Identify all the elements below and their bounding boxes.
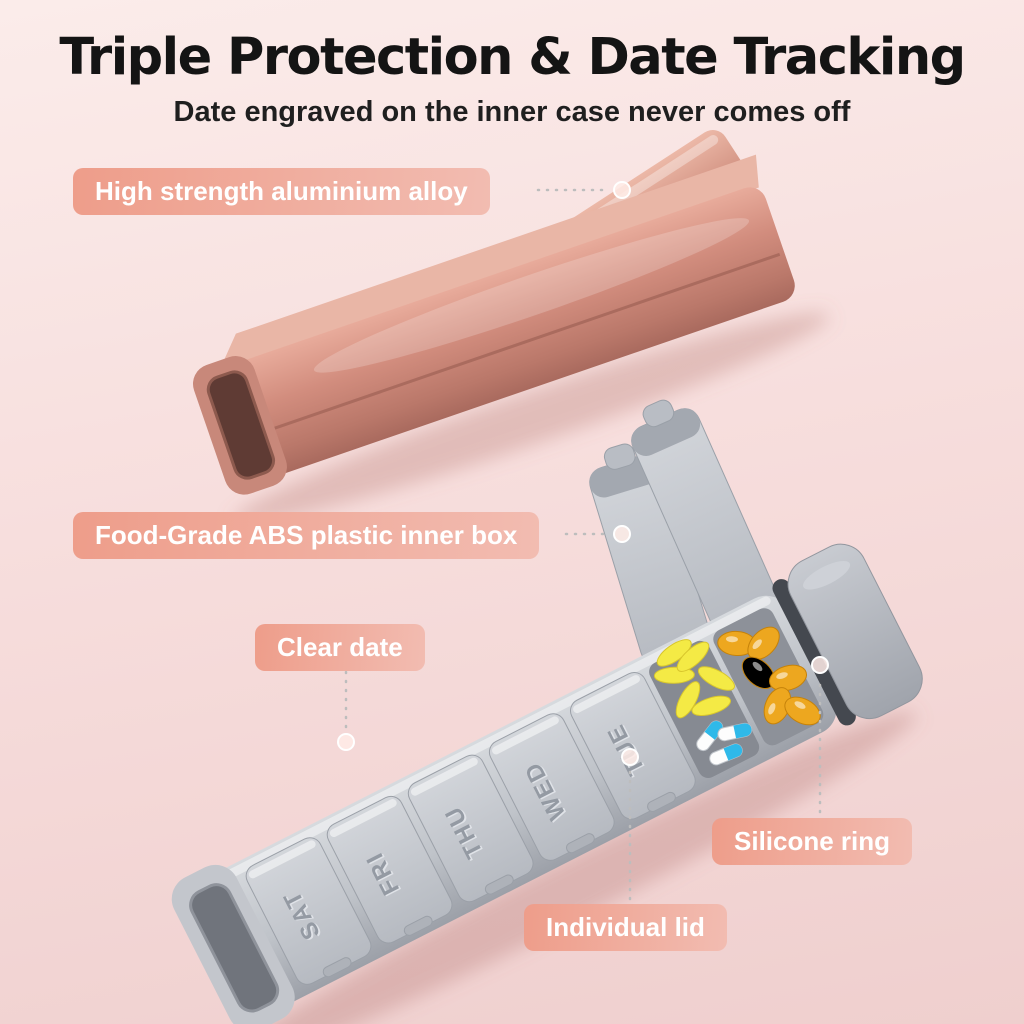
open-lid-tab [603, 443, 636, 470]
callout-silicone-ring: Silicone ring [712, 818, 913, 865]
callout-aluminium-alloy: High strength aluminium alloy [73, 168, 490, 215]
case-shadow [233, 312, 830, 524]
day-lid: SAT SAT [245, 837, 372, 985]
day-lid: FRI FRI [326, 795, 453, 944]
open-lid-tab [642, 399, 675, 428]
open-lid-hook [631, 408, 701, 456]
case-body [208, 187, 795, 484]
pill-organizer: SAT SAT FRI FRI THU THU WED [171, 399, 923, 1024]
endpoint-dot-abs [613, 525, 631, 543]
aluminium-case [192, 130, 830, 524]
organizer-opening-inner-edge [189, 883, 280, 1013]
end-cap-button [803, 560, 851, 590]
end-cap [787, 543, 923, 720]
page-subtitle: Date engraved on the inner case never co… [173, 96, 851, 128]
open-lid [631, 399, 779, 632]
organizer-opening-interior [190, 884, 278, 1011]
day-lid: WED WED [488, 713, 615, 861]
endpoint-dot-lid [621, 748, 639, 766]
endpoint-dot-clear-date [337, 733, 355, 751]
callout-individual-lid: Individual lid [524, 904, 727, 951]
case-highlight [313, 218, 750, 373]
organizer-top-edge [190, 596, 771, 897]
softgel-pills [717, 626, 821, 726]
yellow-pills [653, 639, 735, 719]
capsule-pills [696, 720, 752, 766]
case-seam [272, 252, 781, 431]
case-opening-inner-edge [206, 370, 276, 480]
case-opening-interior [208, 371, 274, 479]
day-lid: THU THU [407, 754, 534, 903]
leader-endpoint-dots [337, 181, 829, 766]
callout-abs-inner-box: Food-Grade ABS plastic inner box [73, 512, 540, 559]
case-top-face [217, 154, 759, 374]
endpoint-dot-silicone [811, 656, 829, 674]
page-title: Triple Protection & Date Tracking [59, 28, 966, 87]
silicone-ring [772, 579, 856, 726]
callout-clear-date: Clear date [255, 624, 425, 671]
leader-lines [344, 188, 822, 901]
organizer-shadow [220, 711, 917, 1024]
endpoint-dot-aluminium [613, 181, 631, 199]
